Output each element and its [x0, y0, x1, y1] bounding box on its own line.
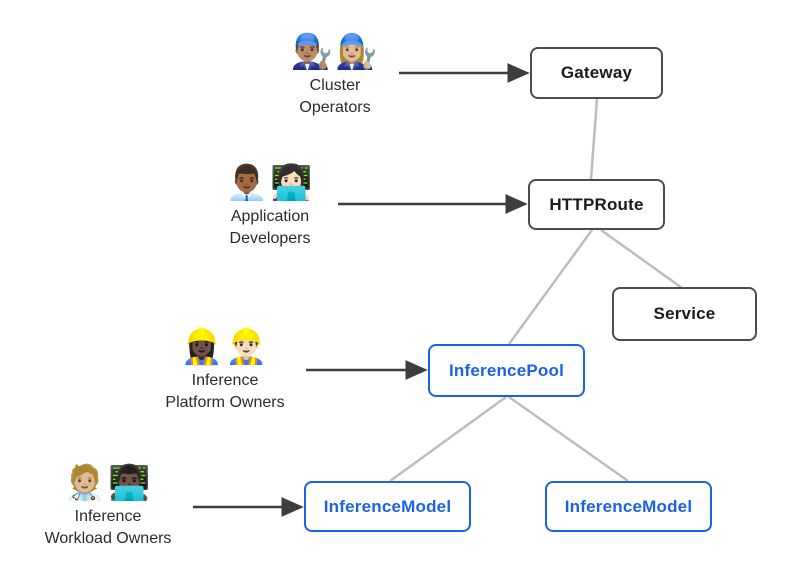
node-inferencemodel: InferenceModel [545, 481, 712, 532]
construction-workers-emoji-icon: 👷🏿‍♀️👷🏻‍♂️ [180, 328, 270, 366]
edge-httproute-service [600, 228, 683, 290]
edge-inferencepool-inferencemodel2 [508, 395, 629, 483]
edge-inferencepool-inferencemodel1 [389, 395, 507, 483]
actor-label: Inference Platform Owners [165, 372, 285, 412]
edge-httproute-inferencepool [507, 229, 594, 345]
developers-emoji-icon: 👨🏾‍💼👩🏻‍💻 [225, 164, 315, 202]
workload-owners-emoji-icon: 🧑🏼‍⚕️👨🏿‍💻 [63, 464, 153, 502]
node-inferencemodel: InferenceModel [304, 481, 471, 532]
node-httproute: HTTPRoute [528, 179, 665, 230]
actor-cluster-operators: 👨🏽‍🔧👩🏼‍🔧 Cluster Operators [225, 33, 445, 120]
mechanics-emoji-icon: 👨🏽‍🔧👩🏼‍🔧 [290, 33, 380, 71]
node-inferencepool: InferencePool [428, 344, 585, 397]
actor-label: Application Developers [229, 208, 311, 248]
actor-application-developers: 👨🏾‍💼👩🏻‍💻 Application Developers [160, 164, 380, 251]
actor-inference-platform-owners: 👷🏿‍♀️👷🏻‍♂️ Inference Platform Owners [115, 328, 335, 415]
actor-label: Cluster Operators [299, 77, 371, 117]
actor-inference-workload-owners: 🧑🏼‍⚕️👨🏿‍💻 Inference Workload Owners [0, 464, 218, 551]
edge-gateway-httproute [589, 98, 599, 180]
actor-label: Inference Workload Owners [44, 508, 172, 548]
node-service: Service [612, 287, 757, 341]
node-gateway: Gateway [530, 47, 663, 99]
